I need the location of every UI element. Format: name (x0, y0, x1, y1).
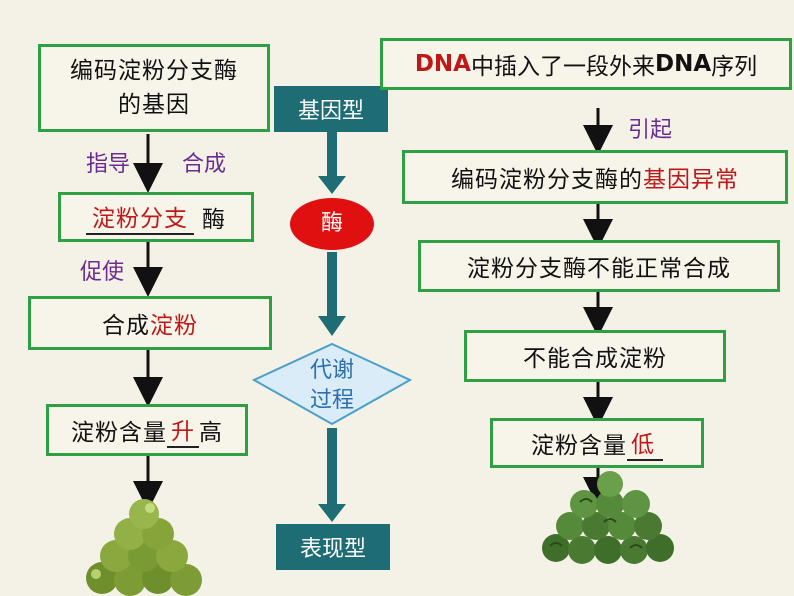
enzyme-name-highlight: 淀粉分支 (86, 199, 194, 235)
wrinkled-starch-granules-image (542, 471, 674, 564)
enzyme-fail-text: 淀粉分支酶不能正常合成 (467, 256, 731, 282)
left-box-starch-content: 淀粉含量 升 高 (46, 404, 248, 456)
gene-abnormal-prefix: 编码淀粉分支酶的 (451, 167, 643, 193)
left-box-synth-starch: 合成 淀粉 (28, 296, 272, 350)
enzyme-label: 酶 (320, 211, 343, 236)
label-cause: 引起 (628, 118, 673, 143)
right-box-enzyme-fail: 淀粉分支酶不能正常合成 (418, 240, 780, 292)
metabolism-line2: 过程 (309, 388, 354, 413)
left-box-gene: 编码淀粉分支酶 的基因 (38, 44, 270, 132)
metabolism-diamond (251, 342, 413, 426)
metabolism-label: 代谢 过程 (282, 356, 382, 420)
label-guide: 指导 (86, 152, 131, 177)
enzyme-ellipse (290, 198, 374, 250)
label-promote: 促使 (80, 260, 125, 285)
enzyme-suffix: 酶 (202, 207, 226, 233)
right-box-starch-low: 淀粉含量 低 (490, 418, 704, 468)
middle-arrow-3 (318, 428, 346, 522)
dna-text-1: DNA (414, 51, 471, 77)
no-starch-text: 不能合成淀粉 (523, 346, 667, 372)
content-highlight-rise: 升 (167, 412, 199, 448)
right-box-gene-abnormal: 编码淀粉分支酶的 基因异常 (402, 150, 788, 204)
dna-insert-text: 中插入了一段外来 (471, 54, 655, 80)
dna-sequence-text: 序列 (711, 54, 758, 80)
right-box-dna-insert: DNA 中插入了一段外来 DNA 序列 (380, 38, 792, 90)
content-suffix: 高 (199, 420, 223, 446)
label-synthesize: 合成 (182, 152, 227, 177)
synth-prefix: 合成 (102, 313, 150, 339)
normal-starch-granules-image (86, 499, 202, 596)
gene-abnormal-highlight: 基因异常 (643, 167, 739, 193)
starch-low-prefix: 淀粉含量 (531, 433, 627, 459)
right-box-no-starch: 不能合成淀粉 (464, 330, 726, 382)
left-box-gene-line1: 编码淀粉分支酶 (70, 58, 238, 84)
starch-highlight: 淀粉 (150, 313, 198, 339)
metabolism-line1: 代谢 (309, 358, 354, 383)
middle-arrow-2 (318, 252, 346, 336)
content-prefix: 淀粉含量 (71, 420, 167, 446)
genotype-label: 基因型 (274, 86, 388, 132)
middle-arrow-1 (318, 132, 346, 194)
phenotype-label: 表现型 (276, 524, 390, 570)
left-box-gene-line2: 的基因 (118, 92, 190, 118)
left-box-enzyme: 淀粉分支 酶 (58, 192, 254, 242)
starch-low-highlight: 低 (627, 425, 663, 461)
dna-text-2: DNA (655, 51, 712, 77)
